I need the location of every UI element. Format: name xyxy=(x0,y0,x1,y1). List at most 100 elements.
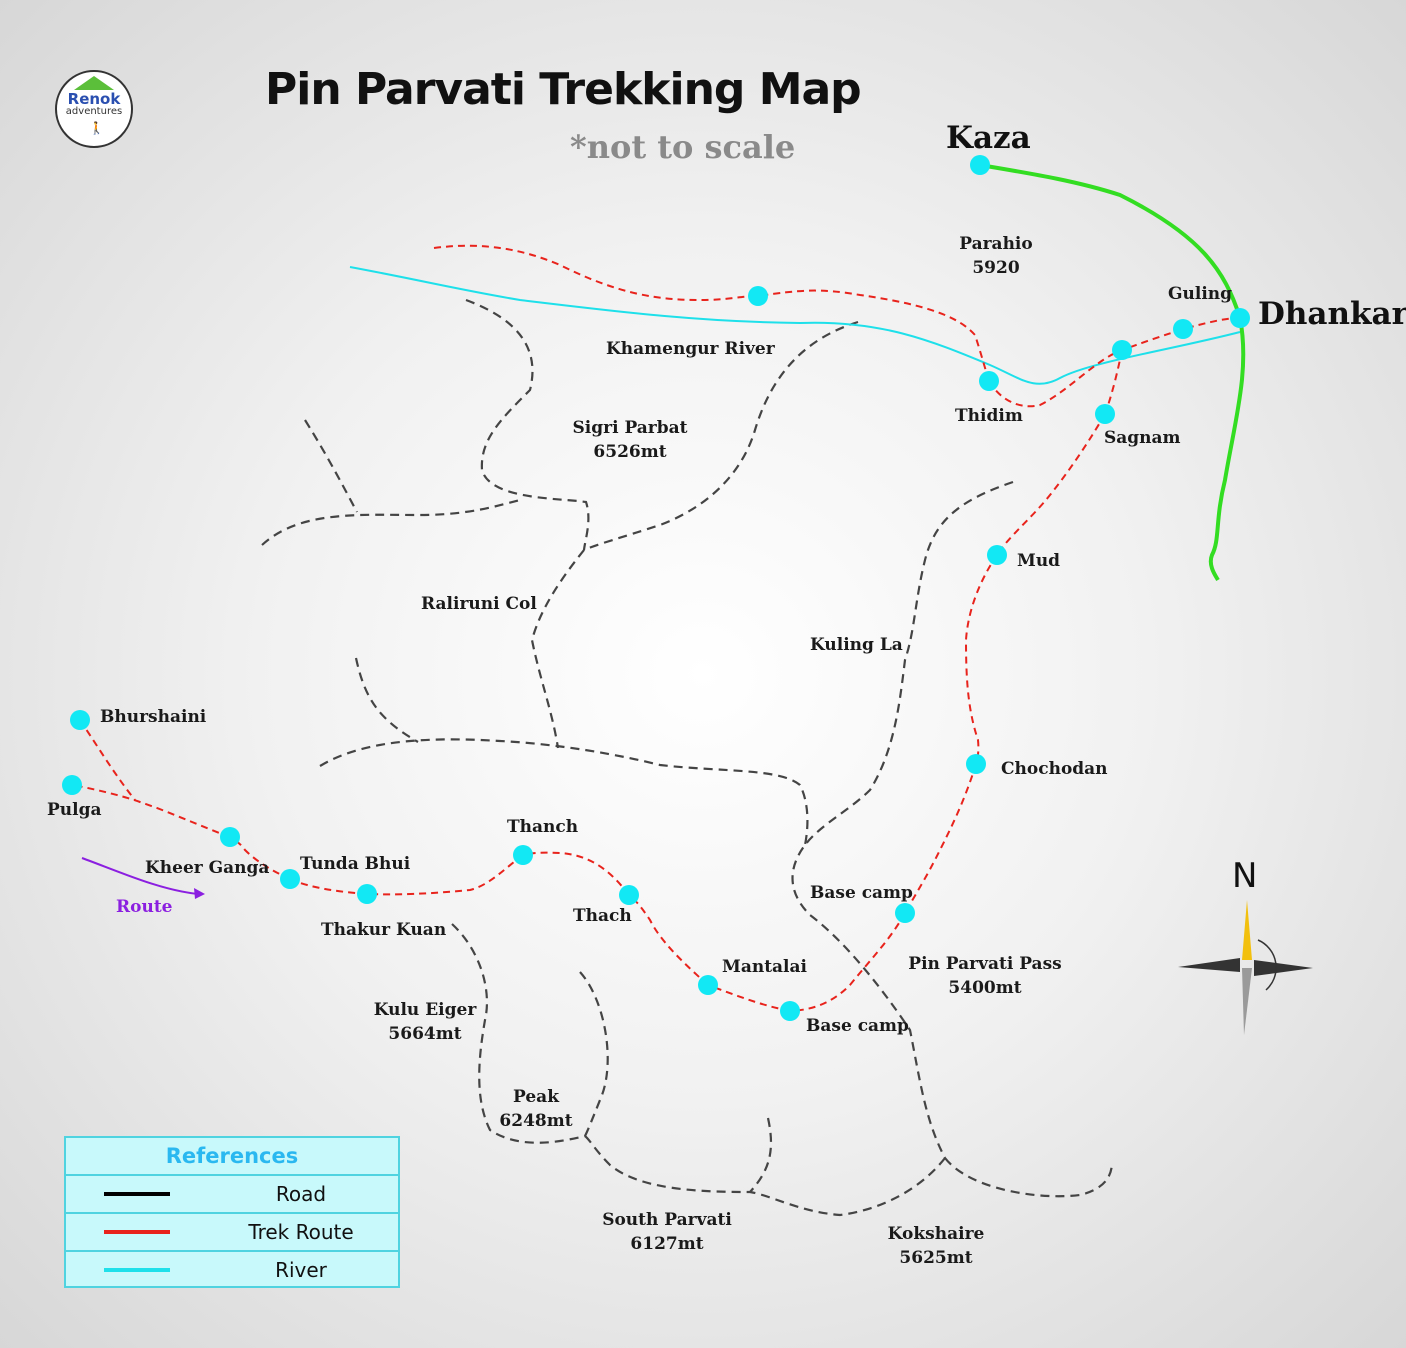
peak-label-peak: Peak 6248mt xyxy=(496,1085,576,1133)
place-label-kaza: Kaza xyxy=(946,120,1031,156)
peak-altitude: 6526mt xyxy=(593,442,667,462)
location-marker xyxy=(1173,319,1193,339)
location-marker xyxy=(280,869,300,889)
trek-route-line xyxy=(789,912,906,1012)
peak-altitude: 5664mt xyxy=(388,1024,462,1044)
legend: References Road Trek Route River xyxy=(64,1136,400,1288)
ridge-line xyxy=(584,1135,946,1217)
place-label-mantalai: Mantalai xyxy=(722,957,807,977)
compass-needle-east xyxy=(1254,960,1313,976)
trek-route-line xyxy=(904,763,977,914)
ridge-line xyxy=(579,971,609,1137)
trek-route-line xyxy=(628,894,709,986)
location-marker xyxy=(966,754,986,774)
place-label-guling: Guling xyxy=(1168,284,1233,304)
pass-label-kuling: Kuling La xyxy=(810,635,903,655)
place-label-base-camp-upper: Base camp xyxy=(810,883,913,903)
trek-route-line xyxy=(707,984,791,1012)
place-label-thidim: Thidim xyxy=(955,406,1023,426)
peak-name: Sigri Parbat xyxy=(572,418,688,438)
peak-name: Kulu Eiger xyxy=(373,1000,477,1020)
logo-subtitle: adventures xyxy=(65,106,123,117)
ridge-line xyxy=(944,1157,1114,1198)
trek-route-line xyxy=(366,854,524,896)
location-marker xyxy=(220,827,240,847)
place-label-base-camp-lower: Base camp xyxy=(806,1016,909,1036)
peak-label-parahio: Parahio 5920 xyxy=(946,232,1046,280)
legend-label: Trek Route xyxy=(248,1220,354,1244)
compass-north-label: N xyxy=(1232,856,1258,896)
legend-row: Trek Route xyxy=(66,1214,398,1252)
ridge-line xyxy=(791,480,1014,1159)
peak-altitude: 5920 xyxy=(972,258,1020,278)
place-label-dhankar: Dhankar xyxy=(1258,296,1406,332)
trek-route-line xyxy=(433,244,990,382)
location-marker xyxy=(1230,308,1250,328)
pass-label-raliruni: Raliruni Col xyxy=(421,594,537,614)
legend-swatch-river xyxy=(104,1268,170,1272)
map-subtitle: *not to scale xyxy=(570,128,796,166)
route-arrow-head xyxy=(194,888,205,899)
legend-label: Road xyxy=(275,1182,327,1206)
peak-name: Parahio xyxy=(959,234,1033,254)
peak-name: South Parvati xyxy=(602,1210,732,1230)
ridge-line xyxy=(465,298,590,551)
location-marker xyxy=(698,975,718,995)
location-marker xyxy=(979,371,999,391)
route-label: Route xyxy=(116,897,173,917)
legend-swatch-trek xyxy=(104,1230,170,1234)
place-label-chochodan: Chochodan xyxy=(1001,759,1108,779)
compass-needle-south xyxy=(1242,968,1252,1035)
company-logo: Renok adventures 🚶 xyxy=(55,70,133,148)
trek-route-line xyxy=(988,317,1241,408)
peak-altitude: 6248mt xyxy=(499,1111,573,1131)
peak-label-south-parvati: South Parvati 6127mt xyxy=(597,1208,737,1256)
trek-route-line xyxy=(964,554,998,765)
location-marker xyxy=(619,885,639,905)
location-marker xyxy=(513,845,533,865)
compass-rose xyxy=(1178,900,1313,1035)
peak-label-kulu-eiger: Kulu Eiger 5664mt xyxy=(370,998,480,1046)
trek-route-line xyxy=(289,878,368,895)
legend-label: River xyxy=(275,1258,327,1282)
place-label-pulga: Pulga xyxy=(47,800,102,820)
river-label-khamengur: Khamengur River xyxy=(606,339,775,359)
peak-altitude: 5625mt xyxy=(899,1248,973,1268)
road-line xyxy=(979,163,1246,582)
river-line xyxy=(349,266,1241,385)
place-label-sagnam: Sagnam xyxy=(1104,428,1181,448)
legend-title: References xyxy=(66,1138,398,1176)
ridge-line xyxy=(304,419,358,513)
legend-row: River xyxy=(66,1252,398,1288)
trek-route-line xyxy=(79,719,136,801)
pass-label-pin-parvati: Pin Parvati Pass 5400mt xyxy=(905,952,1065,1000)
place-label-thach: Thach xyxy=(573,906,632,926)
location-marker xyxy=(970,155,990,175)
location-marker xyxy=(1095,404,1115,424)
place-label-mud: Mud xyxy=(1017,551,1061,571)
location-marker xyxy=(357,884,377,904)
place-label-tunda-bhui: Tunda Bhui xyxy=(300,854,411,874)
pass-altitude: 5400mt xyxy=(948,978,1022,998)
trek-route-line xyxy=(229,836,291,880)
map-title: Pin Parvati Trekking Map xyxy=(265,64,862,115)
location-marker xyxy=(70,710,90,730)
ridge-line xyxy=(749,1117,773,1193)
pass-name: Pin Parvati Pass xyxy=(908,954,1062,974)
ridge-line xyxy=(319,738,809,846)
peak-name: Peak xyxy=(513,1087,559,1107)
location-marker xyxy=(780,1001,800,1021)
peak-label-kokshaire: Kokshaire 5625mt xyxy=(880,1222,992,1270)
place-label-bhurshaini: Bhurshaini xyxy=(100,707,207,727)
peak-name: Kokshaire xyxy=(887,1224,985,1244)
place-label-kheer-ganga: Kheer Ganga xyxy=(145,858,270,878)
place-label-thakur-kuan: Thakur Kuan xyxy=(321,920,447,940)
location-marker xyxy=(895,903,915,923)
ridge-line xyxy=(530,549,585,749)
mountain-icon xyxy=(74,76,114,90)
location-marker xyxy=(748,286,768,306)
place-label-thanch: Thanch xyxy=(507,817,579,837)
peak-altitude: 6127mt xyxy=(630,1234,704,1254)
